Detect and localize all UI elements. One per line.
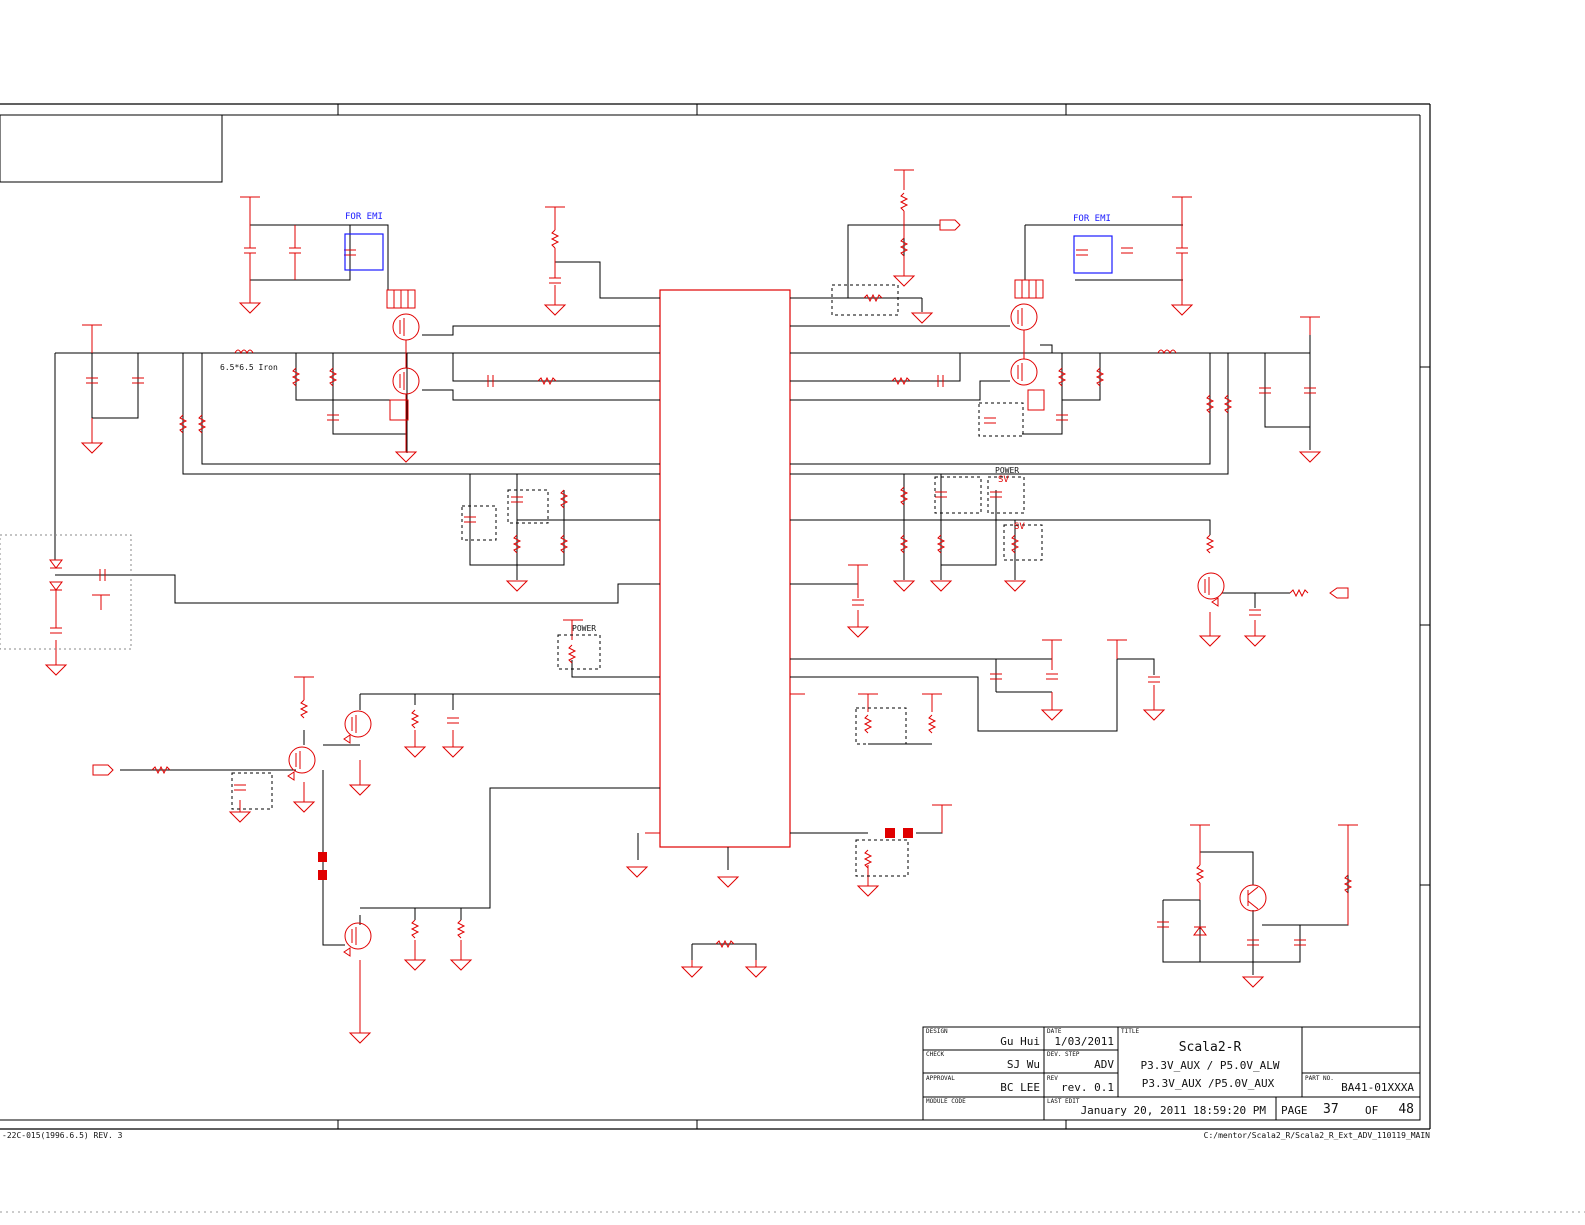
ground-symbols: [44, 275, 1322, 1044]
inductors: [234, 349, 1177, 355]
emi-boxes: [344, 233, 1113, 274]
tb-approval-label: APPROVAL: [926, 1075, 955, 1082]
tb-of-label: OF: [1365, 1104, 1378, 1117]
tb-check-value: SJ Wu: [1007, 1058, 1040, 1071]
sv-label-b: SV: [1014, 522, 1025, 532]
sv-label-a: SV: [998, 475, 1009, 485]
tb-last-edit-label: LAST EDIT: [1047, 1098, 1080, 1105]
schematic-components: [44, 169, 1358, 1044]
tb-module-code-label: MODULE CODE: [926, 1098, 966, 1105]
power-label-left: POWER: [572, 624, 596, 633]
dashed-optional-boxes: [0, 284, 1043, 877]
jumper-pads: [318, 828, 913, 880]
tb-approval-value: BC LEE: [1000, 1081, 1040, 1094]
tb-design-value: Gu Hui: [1000, 1035, 1040, 1048]
resistors: [151, 192, 1353, 949]
tb-dev-step-label: DEV. STEP: [1047, 1051, 1080, 1058]
for-emi-label-left: FOR EMI: [345, 212, 383, 222]
diodes: [49, 559, 1219, 957]
tb-title-line3: P3.3V_AUX /P5.0V_AUX: [1142, 1077, 1275, 1090]
tb-last-edit-value: January 20, 2011 18:59:20 PM: [1081, 1104, 1267, 1117]
main-ic: [659, 289, 791, 848]
power-symbols: [82, 169, 1358, 875]
tb-title-line1: Scala2-R: [1179, 1040, 1242, 1055]
tb-check-label: CHECK: [926, 1051, 944, 1058]
capacitors: [50, 225, 1316, 946]
ic-pins-left: [645, 297, 660, 834]
ic-pins-right: [790, 297, 805, 834]
for-emi-label-right: FOR EMI: [1073, 214, 1111, 224]
tb-dev-step-value: ADV: [1094, 1058, 1114, 1071]
tb-part-no-value: BA41-01XXXA: [1341, 1081, 1414, 1094]
power-label-right: POWER: [995, 466, 1019, 475]
tb-design-label: DESIGN: [926, 1028, 948, 1035]
mosfets: [288, 279, 1267, 950]
tb-rev-label: REV: [1047, 1075, 1058, 1082]
inductor-note: 6.5*6.5 Iron: [220, 363, 278, 372]
tb-title-label: TITLE: [1121, 1028, 1139, 1035]
sheet-frame: [0, 103, 1585, 1213]
title-block: DESIGN Gu Hui CHECK SJ Wu APPROVAL BC LE…: [922, 1026, 1421, 1121]
tb-rev-value: rev. 0.1: [1061, 1081, 1114, 1094]
tb-page-value: 37: [1323, 1102, 1339, 1117]
tb-date-value: 1/03/2011: [1054, 1035, 1114, 1048]
tb-title-line2: P3.3V_AUX / P5.0V_ALW: [1140, 1059, 1279, 1072]
tb-page-label: PAGE: [1281, 1104, 1308, 1117]
tb-date-label: DATE: [1047, 1028, 1062, 1035]
file-path: C:/mentor/Scala2_R/Scala2_R_Ext_ADV_1101…: [1204, 1131, 1431, 1140]
connectors: [92, 219, 1349, 776]
form-reference: -22C-015(1996.6.5) REV. 3: [2, 1131, 123, 1140]
tb-of-value: 48: [1398, 1102, 1414, 1117]
tb-part-no-label: PART NO.: [1305, 1075, 1334, 1082]
wires: [54, 224, 1349, 975]
